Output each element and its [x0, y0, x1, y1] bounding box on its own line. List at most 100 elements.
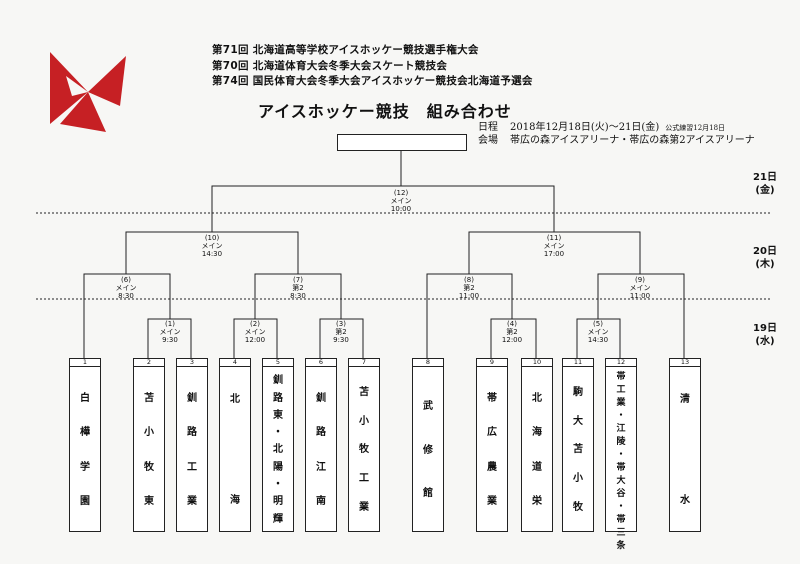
- team-name-char: 牧: [144, 461, 154, 473]
- team-name-char: 苫: [359, 386, 369, 398]
- team-name: 駒大苫小牧: [563, 369, 593, 527]
- team-box-9: 9 帯広農業: [476, 358, 508, 532]
- team-name: 武修館: [413, 369, 443, 527]
- practice-note: 公式練習12月18日: [665, 124, 726, 132]
- team-name: 釧路江南: [306, 369, 336, 527]
- team-name-char: [233, 426, 236, 437]
- team-name-char: 学: [80, 461, 90, 473]
- team-number: 6: [306, 359, 336, 367]
- team-name-char: 修: [423, 444, 433, 456]
- team-name-char: 業: [616, 398, 626, 408]
- schedule-date: 日程 2018年12月18日(火)〜21日(金) 公式練習12月18日: [478, 118, 725, 133]
- team-name-char: 条: [616, 541, 626, 551]
- team-name-char: 大: [616, 476, 626, 486]
- team-name-char: 業: [487, 496, 497, 508]
- team-box-6: 6 釧路江南: [305, 358, 337, 532]
- tournament-name-1: 第71回 北海道高等学校アイスホッケー競技選手権大会: [212, 44, 479, 56]
- team-name-char: 釧: [316, 392, 326, 404]
- team-name-char: ・: [616, 502, 626, 512]
- team-number: 9: [477, 359, 507, 367]
- day-label-19: 19日 (水): [753, 323, 777, 347]
- team-name-char: 工: [359, 473, 369, 485]
- team-name-char: 帯: [616, 372, 626, 382]
- team-name-char: 路: [273, 392, 283, 404]
- team-name: 清 水: [670, 369, 700, 527]
- team-name-char: 谷: [616, 489, 626, 499]
- team-name-char: 業: [187, 496, 197, 508]
- team-name-char: [683, 459, 686, 470]
- team-name-char: ・: [616, 450, 626, 460]
- team-name-char: 清: [680, 394, 690, 406]
- team-name-char: 武: [423, 401, 433, 413]
- team-box-7: 7 苫小牧工業: [348, 358, 380, 532]
- day-label-21: 21日 (金): [753, 172, 777, 196]
- day-label-20: 20日 (木): [753, 246, 777, 270]
- team-number: 13: [670, 359, 700, 367]
- tournament-name-2: 第70回 北海道体育大会冬季大会スケート競技会: [212, 60, 448, 72]
- team-name-char: 輝: [273, 513, 283, 525]
- team-name-char: 水: [680, 494, 690, 506]
- team-name-char: 陽: [273, 461, 283, 473]
- team-name-char: 小: [359, 415, 369, 427]
- team-name-char: 路: [187, 427, 197, 439]
- team-name-char: 海: [532, 427, 542, 439]
- team-name: 帯広農業: [477, 369, 507, 527]
- date-value: 2018年12月18日(火)〜21日(金): [510, 122, 660, 133]
- team-number: 12: [606, 359, 636, 367]
- team-name-char: 海: [230, 494, 240, 506]
- team-name-char: 帯: [616, 463, 626, 473]
- team-number: 7: [349, 359, 379, 367]
- page-title: アイスホッケー競技 組み合わせ: [258, 102, 512, 121]
- date-label: 日程: [478, 122, 498, 133]
- team-number: 2: [134, 359, 164, 367]
- team-name-char: 駒: [573, 386, 583, 398]
- team-name-char: 江: [616, 424, 626, 434]
- team-name-char: 工: [187, 461, 197, 473]
- team-name: 苫小牧工業: [349, 369, 379, 527]
- team-name-char: 南: [316, 496, 326, 508]
- team-name-char: 業: [359, 502, 369, 514]
- team-name-char: 道: [532, 461, 542, 473]
- team-name-char: 樺: [80, 427, 90, 439]
- team-name-char: [683, 426, 686, 437]
- team-name-char: 北: [230, 394, 240, 406]
- venue-value: 帯広の森アイスアリーナ・帯広の森第2アイスアリーナ: [510, 135, 755, 146]
- team-name-char: 明: [273, 496, 283, 508]
- team-name-char: 三: [616, 528, 626, 538]
- team-name: 釧路工業: [177, 369, 207, 527]
- team-name-char: ・: [273, 479, 283, 491]
- team-name: 北 海: [220, 369, 250, 527]
- team-name: 苫小牧東: [134, 369, 164, 527]
- team-number: 3: [177, 359, 207, 367]
- team-name-char: ・: [273, 427, 283, 439]
- team-name-char: [233, 459, 236, 470]
- team-number: 1: [70, 359, 100, 367]
- team-name-char: 苫: [573, 444, 583, 456]
- team-name-char: 広: [487, 427, 497, 439]
- team-number: 8: [413, 359, 443, 367]
- team-name-char: 北: [273, 444, 283, 456]
- team-name-char: 牧: [573, 502, 583, 514]
- team-name-char: 大: [573, 415, 583, 427]
- team-name-char: 小: [144, 427, 154, 439]
- team-name-char: 牧: [359, 444, 369, 456]
- team-name-char: 小: [573, 473, 583, 485]
- team-name-char: 陵: [616, 437, 626, 447]
- team-name-char: 白: [80, 392, 90, 404]
- team-name-char: 北: [532, 392, 542, 404]
- team-name-char: 釧: [273, 375, 283, 387]
